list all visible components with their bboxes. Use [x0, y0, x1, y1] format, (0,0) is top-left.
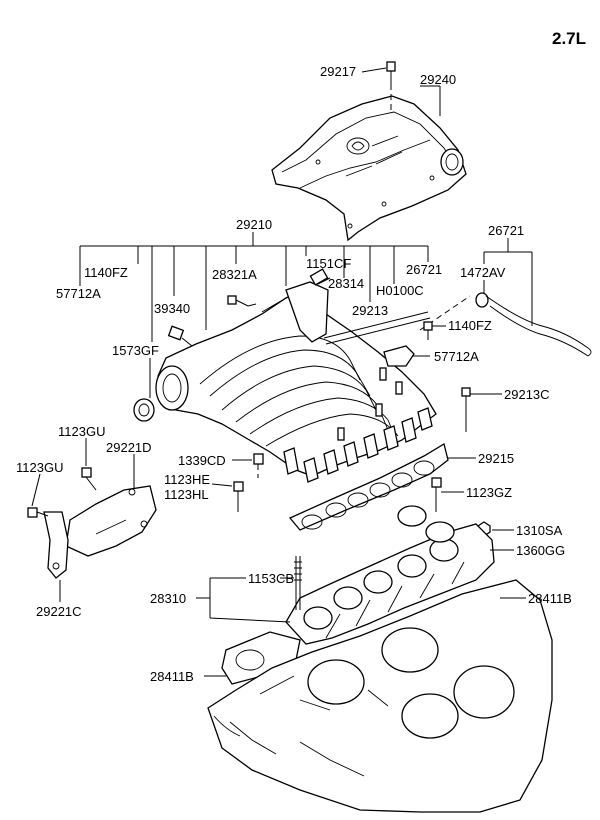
- engine-block: [207, 579, 553, 813]
- label-1151cf: 1151CF: [306, 256, 351, 271]
- label-1339cd: 1339CD: [178, 453, 226, 468]
- vacuum-pipe-29213[interactable]: [309, 268, 431, 345]
- intake-manifold[interactable]: [155, 281, 437, 483]
- label-1140fz-b: 1140FZ: [448, 318, 492, 333]
- bracket-29221c[interactable]: [43, 511, 69, 579]
- bracket-57712a-icon[interactable]: [383, 321, 433, 367]
- label-1123he: 1123HE: [164, 472, 210, 487]
- sensor-39340-icon[interactable]: [167, 325, 193, 347]
- gasket-29215[interactable]: [288, 442, 449, 531]
- bolt-1123gu-left-icon[interactable]: [27, 507, 49, 518]
- hose-26721[interactable]: [419, 292, 592, 357]
- callout-lines: [31, 67, 533, 677]
- engine-variant-label: 2.7L: [552, 29, 586, 48]
- o-ring-1573gf-icon[interactable]: [133, 398, 155, 422]
- label-29221c: 29221C: [36, 604, 82, 619]
- lower-intake-manifold[interactable]: [285, 505, 495, 645]
- label-1573gf: 1573GF: [112, 343, 159, 358]
- label-1140fz-a: 1140FZ: [84, 265, 128, 280]
- label-1472av: 1472AV: [460, 265, 506, 280]
- stud-1339cd-icon[interactable]: [253, 453, 264, 478]
- label-28314: 28314: [328, 276, 364, 291]
- bolt-1123gz-icon[interactable]: [431, 477, 442, 512]
- screw-28321a-icon[interactable]: [227, 295, 257, 307]
- label-h0100c: H0100C: [376, 283, 424, 298]
- label-29217: 29217: [320, 64, 356, 79]
- label-28411b-a: 28411B: [528, 591, 572, 606]
- label-1310sa: 1310SA: [516, 523, 563, 538]
- bolt-1123gu-icon[interactable]: [81, 467, 97, 491]
- label-1123gu-a: 1123GU: [58, 424, 105, 439]
- label-29221d: 29221D: [106, 440, 152, 455]
- label-29215: 29215: [478, 451, 514, 466]
- label-57712a-a: 57712A: [56, 286, 101, 301]
- label-29213c: 29213C: [504, 387, 550, 402]
- label-29213: 29213: [352, 303, 388, 318]
- label-28310: 28310: [150, 591, 186, 606]
- label-1123hl: 1123HL: [164, 487, 209, 502]
- bolt-29213c-icon[interactable]: [461, 387, 471, 432]
- engine-cover[interactable]: [271, 95, 467, 242]
- label-1360gg: 1360GG: [516, 543, 565, 558]
- stud-1153cb-icon[interactable]: [294, 556, 302, 610]
- label-1153cb: 1153CB: [248, 571, 294, 586]
- bolt-1123he-icon[interactable]: [233, 481, 244, 512]
- label-28411b-b: 28411B: [150, 669, 194, 684]
- label-29210: 29210: [236, 217, 272, 232]
- label-29240: 29240: [420, 72, 456, 87]
- label-28321a: 28321A: [212, 267, 257, 282]
- label-1123gu-b: 1123GU: [16, 460, 63, 475]
- label-26721-b: 26721: [406, 262, 442, 277]
- bolt-29217-icon[interactable]: [386, 61, 396, 112]
- label-1123gz: 1123GZ: [466, 485, 512, 500]
- bracket-29221d[interactable]: [65, 485, 157, 557]
- label-39340: 39340: [154, 301, 190, 316]
- label-26721-top: 26721: [488, 223, 524, 238]
- label-57712a-b: 57712A: [434, 349, 479, 364]
